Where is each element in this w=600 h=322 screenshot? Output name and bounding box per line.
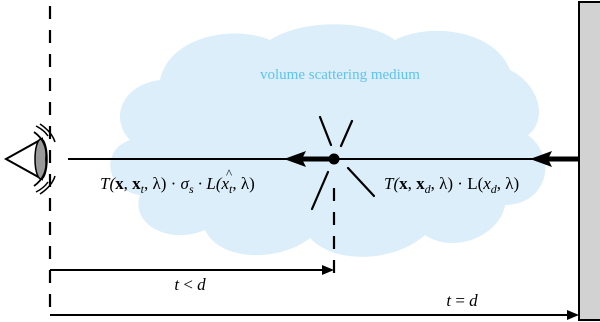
eye-icon [3,123,56,195]
scatter-point [328,153,340,165]
distance-t-arrowhead [322,265,334,275]
surface-expression: T(x, xd, λ) · L(xd, λ) [384,174,519,196]
scatter-expression: T(x, xt, λ) · σs · L(xt, λ) [100,174,255,196]
distance-d-arrowhead [567,310,579,320]
distance-d-label: t = d [446,291,478,310]
scatter-rays [310,115,376,211]
medium-label: volume scattering medium [260,67,420,83]
sigma-hat: ^ [226,166,232,181]
medium-cloud [110,24,546,257]
surface-arrowhead [530,151,552,167]
distance-t-label: t < d [174,275,206,294]
surface-wall [578,1,600,321]
scatter-arrowhead [284,151,306,167]
